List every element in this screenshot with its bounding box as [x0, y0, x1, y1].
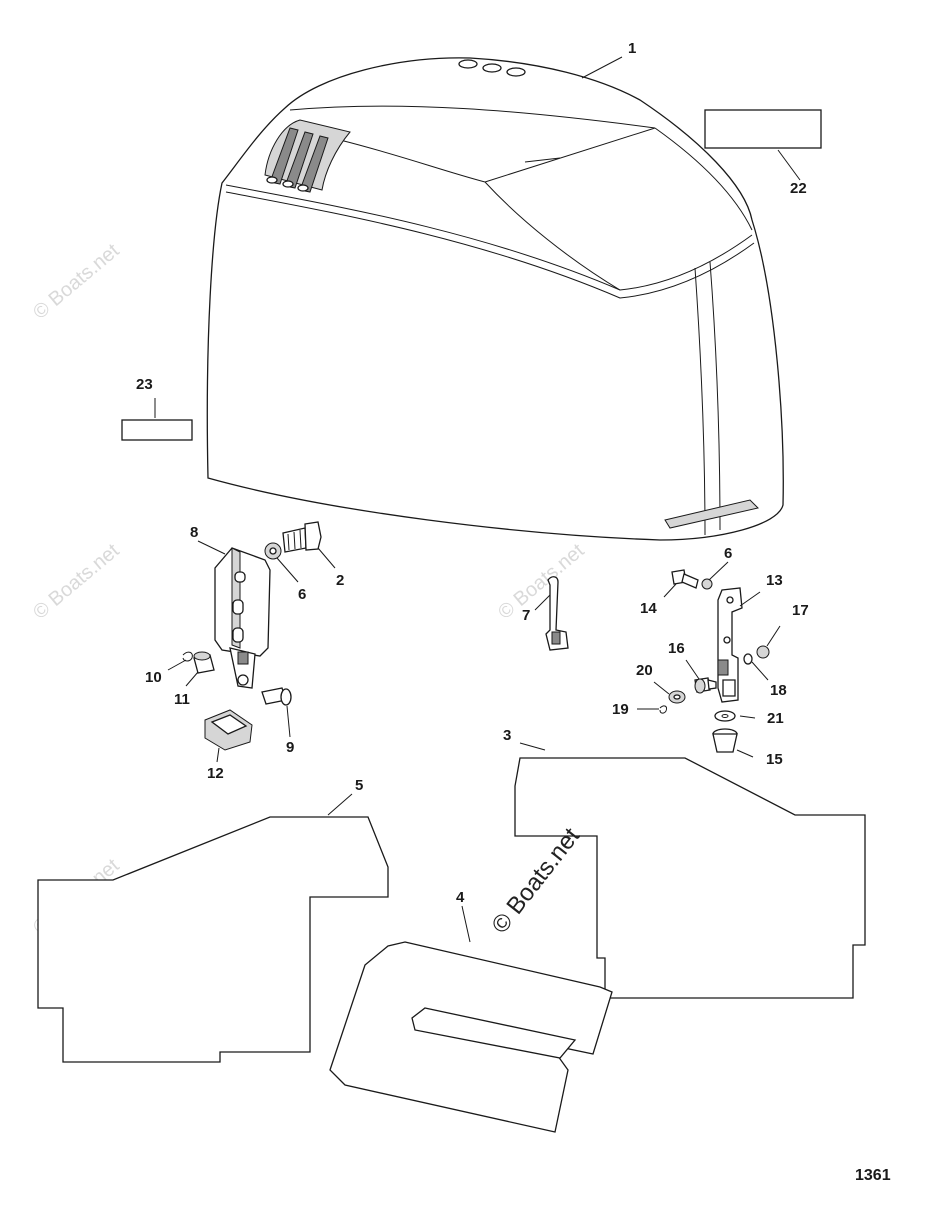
- callout-16: 16: [668, 640, 685, 657]
- rubber-foot-15: [712, 728, 738, 753]
- callout-22: 22: [790, 180, 807, 197]
- callout-20: 20: [636, 662, 653, 679]
- bushing-11: [193, 651, 215, 674]
- callout-10: 10: [145, 669, 162, 686]
- callout-15: 15: [766, 751, 783, 768]
- e-clip-10: [182, 651, 193, 662]
- callout-6: 6: [298, 586, 306, 603]
- callout-14: 14: [640, 600, 657, 617]
- right-latch-bracket: [717, 587, 743, 703]
- watermark-text: © Boats.net: [494, 539, 589, 623]
- callout-7: 7: [522, 607, 530, 624]
- callout-13: 13: [766, 572, 783, 589]
- seal-3: [514, 757, 866, 999]
- washer-6: [701, 578, 713, 590]
- watermark-main: © Boats.net: [486, 823, 585, 939]
- stud-16: [694, 677, 717, 694]
- callout-17: 17: [792, 602, 809, 619]
- figure-number: 1361: [855, 1167, 891, 1184]
- seal-5: [37, 816, 389, 1063]
- callout-18: 18: [770, 682, 787, 699]
- callout-23: 23: [136, 376, 153, 393]
- bolt-2: [282, 521, 322, 553]
- e-clip-19: [659, 705, 667, 714]
- callout-4: 4: [456, 889, 465, 906]
- watermark-text: © Boats.net: [29, 239, 124, 323]
- callout-19: 19: [612, 701, 629, 718]
- top-cowl: [206, 57, 784, 541]
- callout-21: 21: [767, 710, 784, 727]
- callout-numbers: 1 22 23 8 2 6 7 10 11 9 12 6 13 14 17 16…: [136, 40, 809, 906]
- washer-21: [714, 710, 736, 722]
- callout-9: 9: [286, 739, 294, 756]
- decal-23: [121, 419, 193, 441]
- callout-1: 1: [628, 40, 636, 57]
- callout-8: 8: [190, 524, 198, 541]
- callout-11: 11: [174, 691, 190, 708]
- watermark-text: © Boats.net: [29, 539, 124, 623]
- bushing-20: [668, 690, 686, 704]
- bumper-12: [204, 709, 253, 751]
- nut-17: [756, 645, 770, 659]
- callout-3: 3: [503, 727, 511, 744]
- left-latch-bracket: [214, 547, 271, 689]
- callout-5: 5: [355, 777, 363, 794]
- bolt-14: [671, 569, 699, 589]
- decal-22: [704, 109, 822, 149]
- leader-lines: [154, 56, 801, 943]
- callout-6: 6: [724, 545, 732, 562]
- pin-9: [261, 687, 292, 706]
- callout-2: 2: [336, 572, 344, 589]
- washer-18: [743, 653, 753, 665]
- seal-4: [329, 941, 613, 1133]
- latch-hook-7: [545, 576, 569, 651]
- callout-12: 12: [207, 765, 224, 782]
